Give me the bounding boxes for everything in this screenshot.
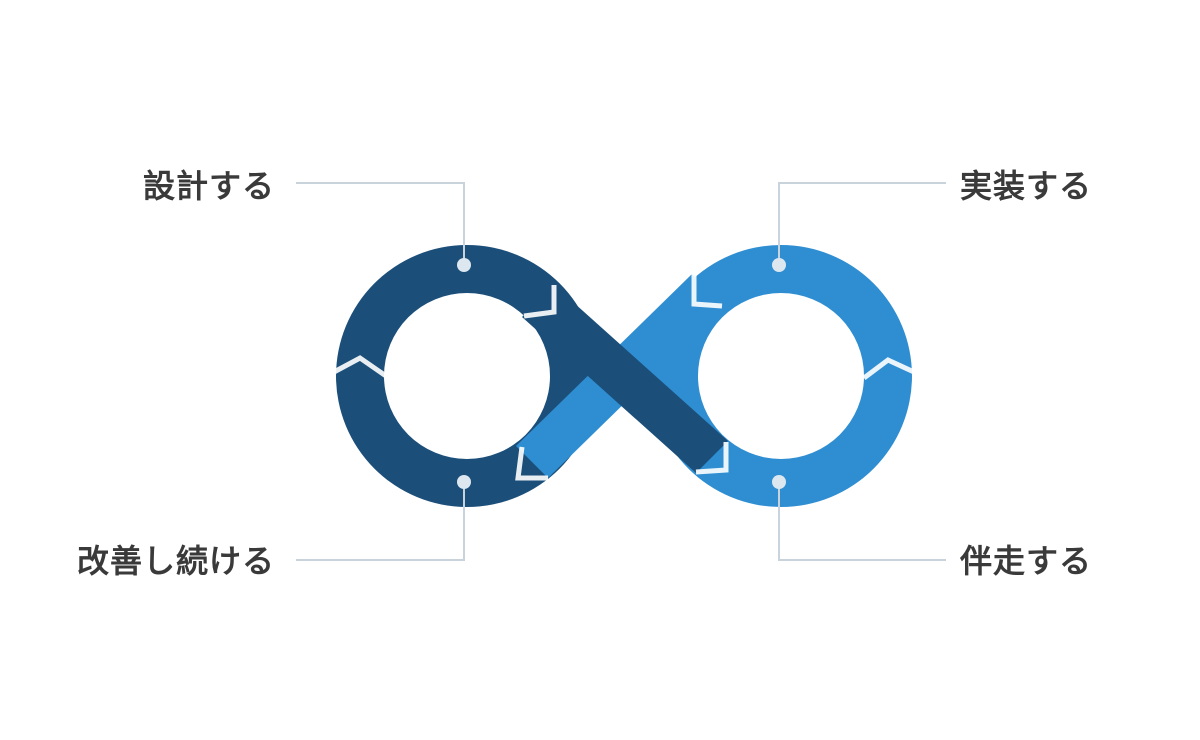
chevron-left-upper-band <box>523 285 557 319</box>
chevron-right-ring-east <box>862 357 916 380</box>
step-label-support: 伴走する <box>960 542 1093 580</box>
dot-implement <box>772 258 786 272</box>
connector-improve <box>296 485 465 561</box>
dark-blue-crossing-band <box>522 285 728 473</box>
step-label-improve: 改善し続ける <box>76 542 275 580</box>
chevron-right-lower-band <box>695 442 729 475</box>
chevron-left-lower-band <box>515 446 548 481</box>
dot-design <box>457 258 471 272</box>
chevron-left-ring-west <box>332 355 388 379</box>
dot-support <box>772 475 786 489</box>
connector-support <box>778 485 946 561</box>
step-label-implement: 実装する <box>960 167 1093 205</box>
left-loop-ring <box>336 245 598 507</box>
connector-implement <box>778 182 946 262</box>
connector-design <box>296 182 465 262</box>
dot-improve <box>457 475 471 489</box>
chevron-right-upper-band <box>691 274 723 309</box>
step-label-design: 設計する <box>142 167 275 205</box>
